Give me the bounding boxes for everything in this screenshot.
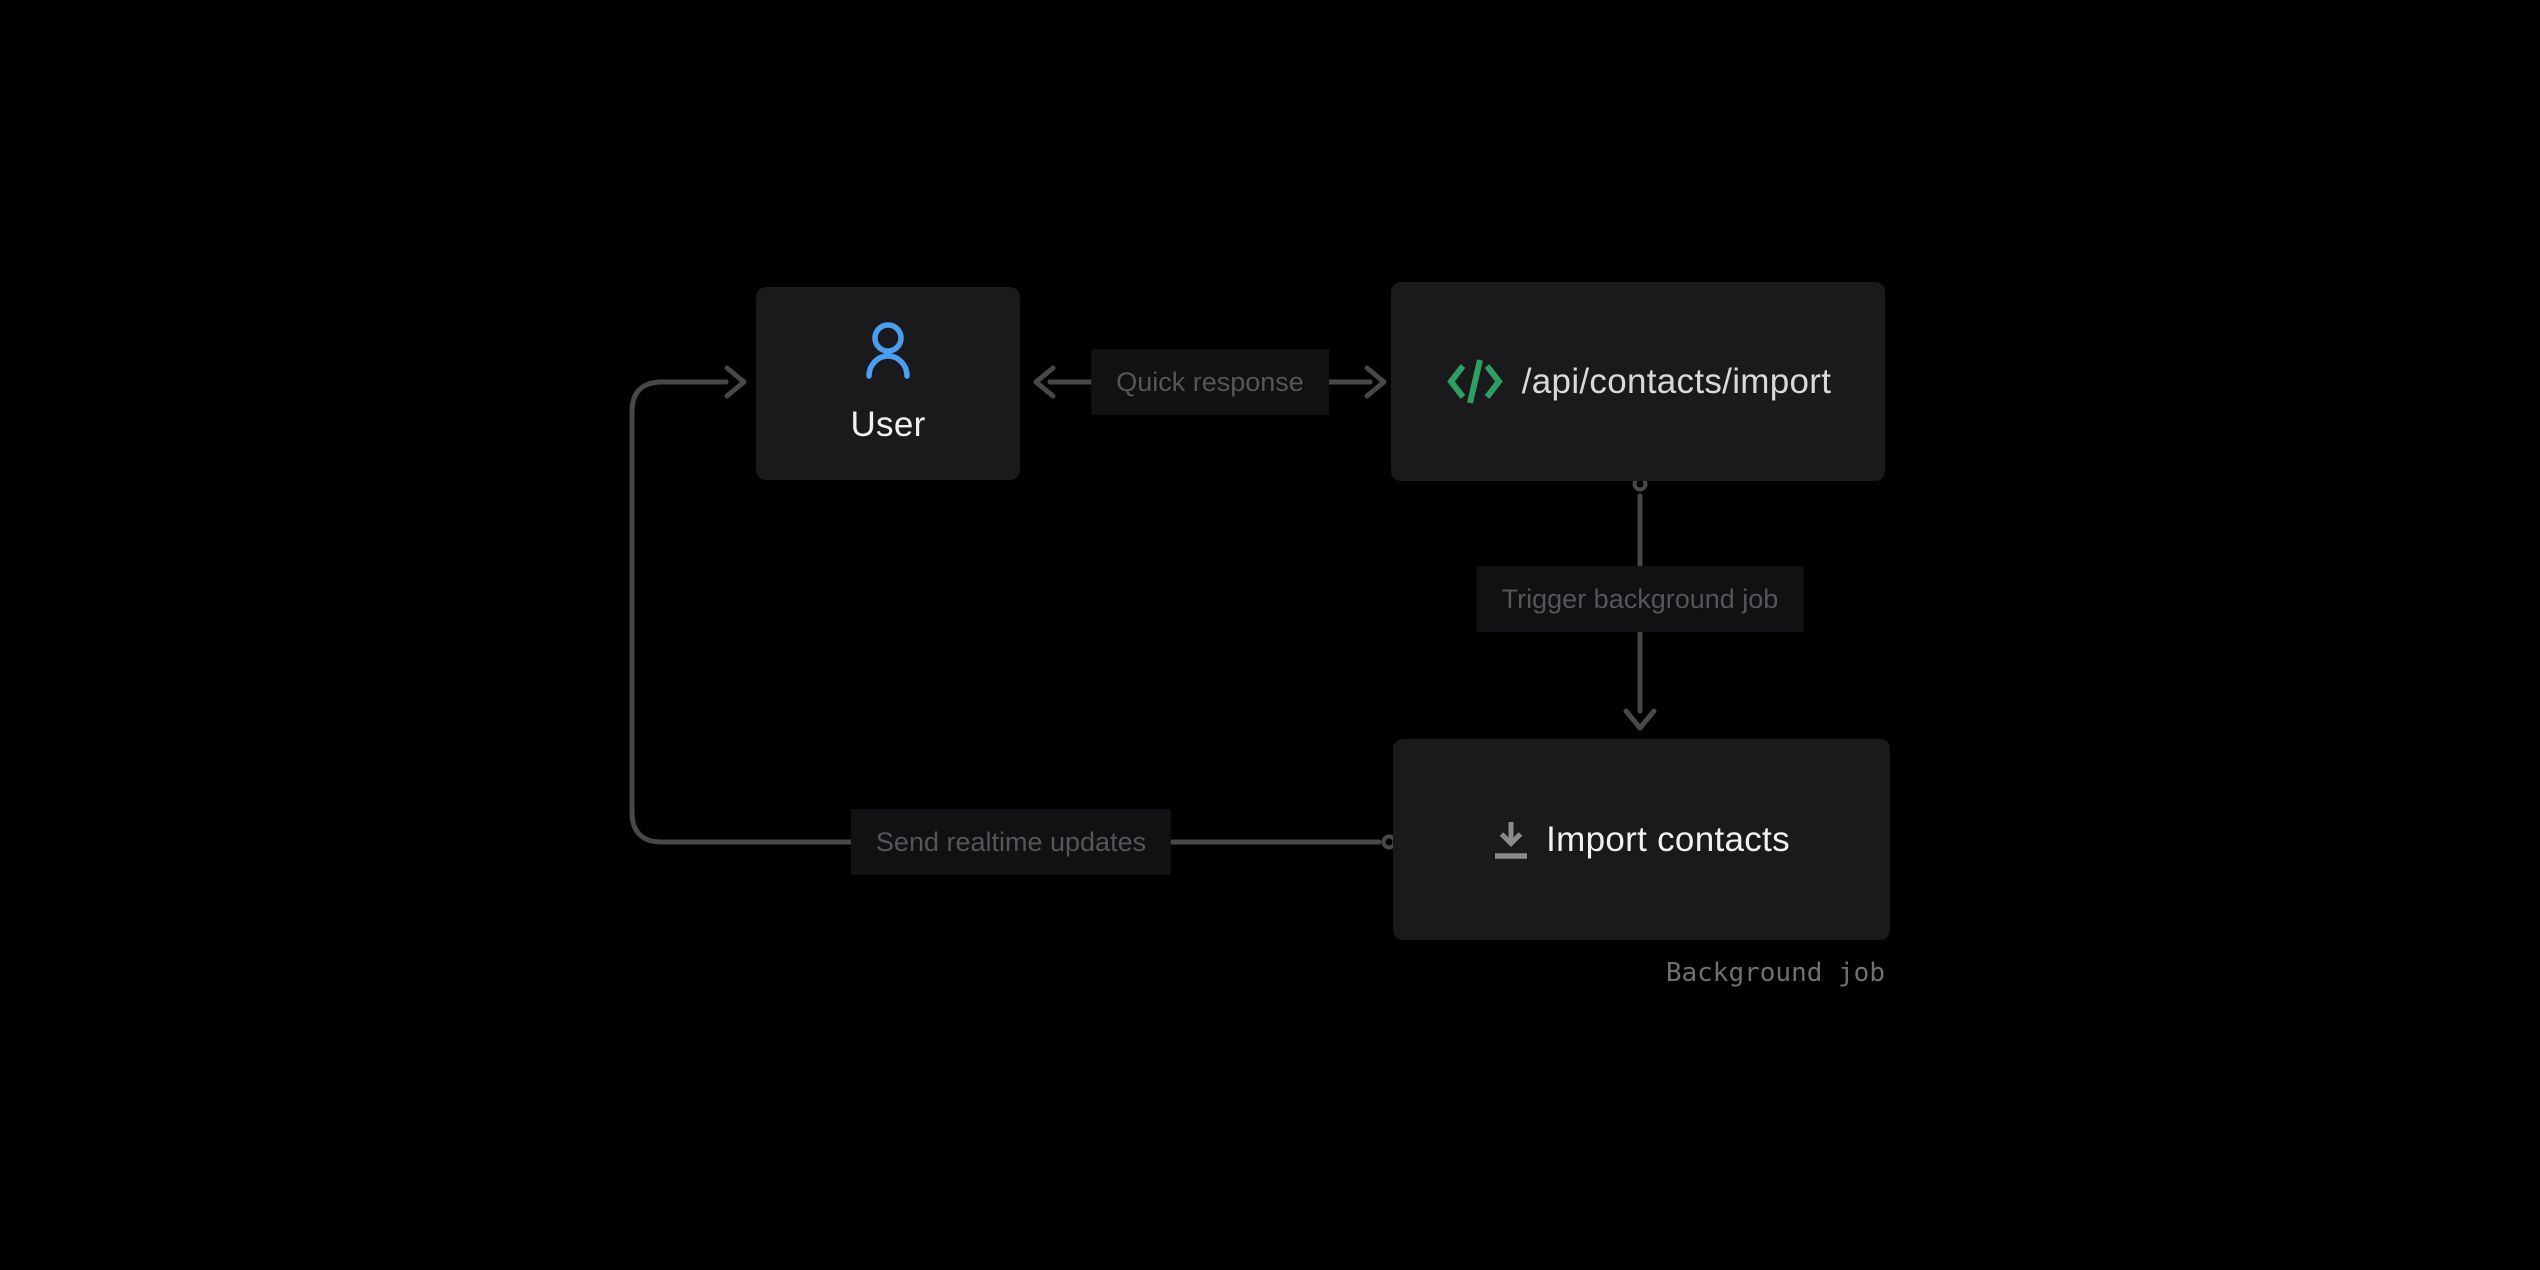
edge-label-trigger-background-job: Trigger background job [1476, 566, 1804, 632]
node-api-label: /api/contacts/import [1521, 361, 1832, 401]
node-import-contacts: Import contacts [1393, 739, 1890, 940]
edge-label-send-realtime-updates: Send realtime updates [850, 809, 1172, 875]
edge-label-quick-response: Quick response [1091, 349, 1329, 415]
person-icon [866, 322, 910, 379]
edge-realtime-line [629, 365, 1382, 845]
node-import-contacts-label: Import contacts [1546, 819, 1790, 859]
node-user: User [756, 287, 1020, 480]
download-icon [1495, 821, 1528, 859]
code-icon [1446, 359, 1503, 404]
background-job-caption: Background job [1665, 958, 1885, 988]
node-user-label: User [850, 405, 926, 444]
node-api: /api/contacts/import [1391, 282, 1885, 481]
